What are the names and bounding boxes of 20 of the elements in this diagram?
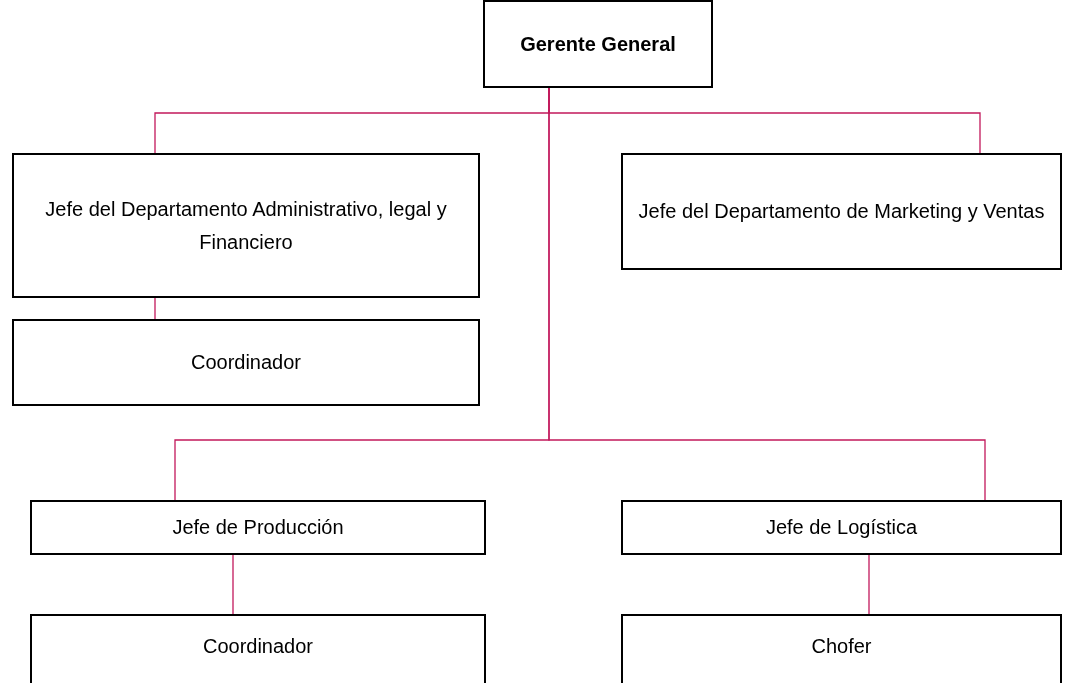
position-box (621, 153, 1062, 270)
position-box (12, 153, 480, 298)
position-title: Coordinador (190, 350, 302, 375)
position-title: Jefe del Departamento de Marketing y Ventas (638, 199, 1045, 224)
connector-line (232, 554, 234, 615)
position-title: Chofer (811, 634, 872, 659)
position-box (483, 0, 713, 88)
connector-line (868, 554, 870, 615)
position-title: Gerente General (520, 31, 676, 57)
connector-line (548, 87, 986, 501)
position-box (621, 500, 1062, 555)
connector-line (154, 297, 156, 320)
position-box (30, 614, 486, 683)
position-box (30, 500, 486, 555)
position-title: Jefe de Logística (765, 515, 918, 540)
position-title: Jefe del Departamento Administrativo, legal y Financiero (44, 196, 448, 255)
position-title: Jefe de Producción (172, 515, 344, 540)
position-box (12, 319, 480, 406)
position-box (621, 614, 1062, 683)
position-title: Coordinador (202, 634, 314, 659)
